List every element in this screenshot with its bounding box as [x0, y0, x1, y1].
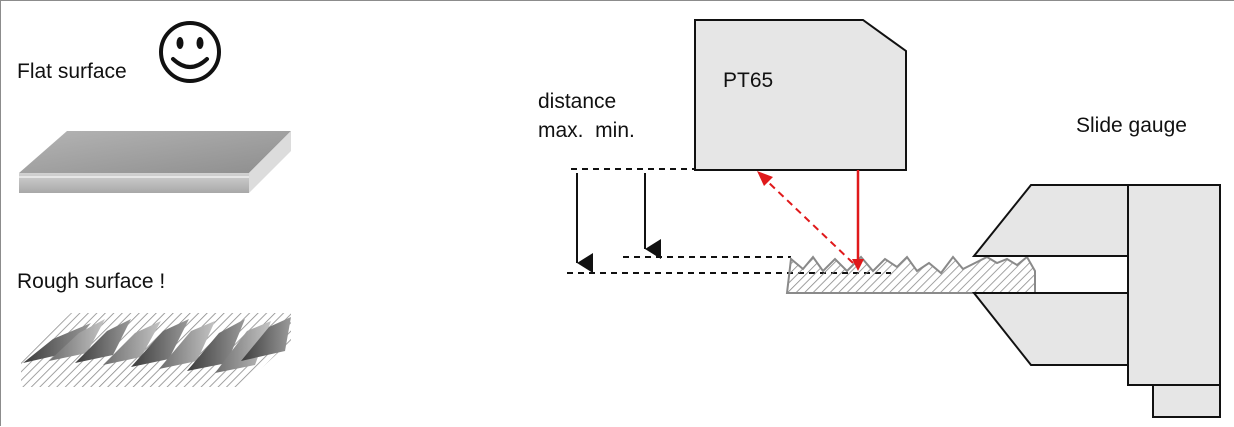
laser-beams [757, 170, 864, 271]
slide-gauge [971, 184, 1221, 418]
rough-sample-profile [785, 255, 1036, 294]
sensor-label: PT65 [723, 69, 774, 92]
max-min-label: max. min. [538, 119, 635, 142]
rough-surface-illustration [21, 313, 291, 387]
distance-label: distance [538, 90, 617, 113]
flat-surface-label: Flat surface [17, 60, 127, 83]
pt65-sensor [694, 19, 907, 171]
slide-gauge-label: Slide gauge [1076, 114, 1187, 137]
flat-plate-illustration [19, 131, 291, 193]
rough-surface-label: Rough surface ! [17, 270, 166, 293]
smiley-face-icon [159, 21, 221, 83]
distance-reference-lines [567, 168, 891, 274]
